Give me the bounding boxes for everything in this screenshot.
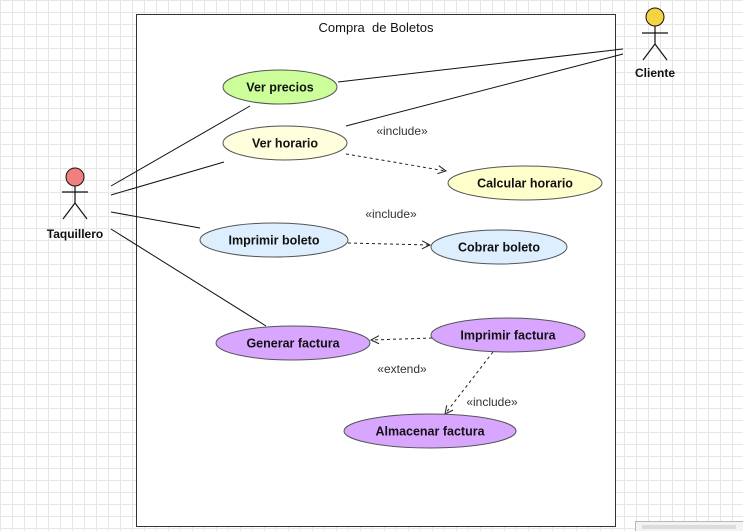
association-taquillero-ver-precios[interactable] <box>110 105 251 187</box>
use-case-ellipse <box>430 317 586 353</box>
include-imprimir-boleto-cobrar-boleto[interactable] <box>347 243 430 245</box>
actor-label: Cliente <box>635 66 675 80</box>
use-case-ver-precios[interactable]: Ver precios <box>222 69 338 105</box>
extend-label-factura: «extend» <box>377 362 427 376</box>
extend-imprimir-factura-generar-factura[interactable] <box>371 338 433 340</box>
association-taquillero-generar-factura[interactable] <box>110 228 267 327</box>
actor-left-leg-icon <box>62 202 76 220</box>
use-case-ver-horario[interactable]: Ver horario <box>222 125 348 161</box>
actor-cliente[interactable]: Cliente <box>635 7 675 80</box>
actor-taquillero[interactable]: Taquillero <box>47 167 103 241</box>
use-case-ellipse <box>430 229 568 265</box>
use-case-ellipse <box>199 222 349 258</box>
use-case-label: Imprimir boleto <box>229 234 320 248</box>
use-case-label: Calcular horario <box>477 177 573 191</box>
use-case-label: Almacenar factura <box>375 425 485 439</box>
include-label-almacenar: «include» <box>466 395 518 409</box>
actor-right-leg-icon <box>74 202 88 220</box>
use-case-imprimir-boleto[interactable]: Imprimir boleto <box>199 222 349 258</box>
association-cliente-ver-horario[interactable] <box>345 53 624 127</box>
outline-panel[interactable] <box>635 521 743 531</box>
actor-head-icon <box>645 7 665 27</box>
outline-panel-bar <box>642 525 736 529</box>
include-imprimir-factura-almacenar-factura[interactable] <box>445 351 494 414</box>
use-case-imprimir-factura[interactable]: Imprimir factura <box>430 317 586 353</box>
actor-label: Taquillero <box>47 227 103 241</box>
include-label-boleto: «include» <box>365 207 417 221</box>
use-case-ellipse <box>215 325 371 361</box>
use-case-almacenar-factura[interactable]: Almacenar factura <box>343 413 517 449</box>
include-ver-horario-calcular-horario[interactable] <box>345 153 446 171</box>
use-case-label: Ver horario <box>252 137 318 151</box>
use-case-ellipse <box>222 125 348 161</box>
use-case-ellipse <box>343 413 517 449</box>
actor-head-icon <box>65 167 85 187</box>
use-case-label: Generar factura <box>246 337 340 351</box>
use-case-cobrar-boleto[interactable]: Cobrar boleto <box>430 229 568 265</box>
association-taquillero-ver-horario[interactable] <box>110 161 225 196</box>
use-case-ellipse <box>447 165 603 201</box>
use-case-label: Ver precios <box>246 81 313 95</box>
system-boundary[interactable] <box>136 14 616 527</box>
system-title: Compra de Boletos <box>319 20 434 35</box>
association-cliente-ver-precios[interactable] <box>337 48 624 83</box>
association-taquillero-imprimir-boleto[interactable] <box>110 211 201 229</box>
use-case-label: Imprimir factura <box>460 329 556 343</box>
actor-right-leg-icon <box>654 43 668 61</box>
use-case-calcular-horario[interactable]: Calcular horario <box>447 165 603 201</box>
use-case-ellipse <box>222 69 338 105</box>
include-label-horario: «include» <box>376 124 428 138</box>
actor-left-leg-icon <box>642 43 656 61</box>
use-case-generar-factura[interactable]: Generar factura <box>215 325 371 361</box>
use-case-label: Cobrar boleto <box>458 241 540 255</box>
